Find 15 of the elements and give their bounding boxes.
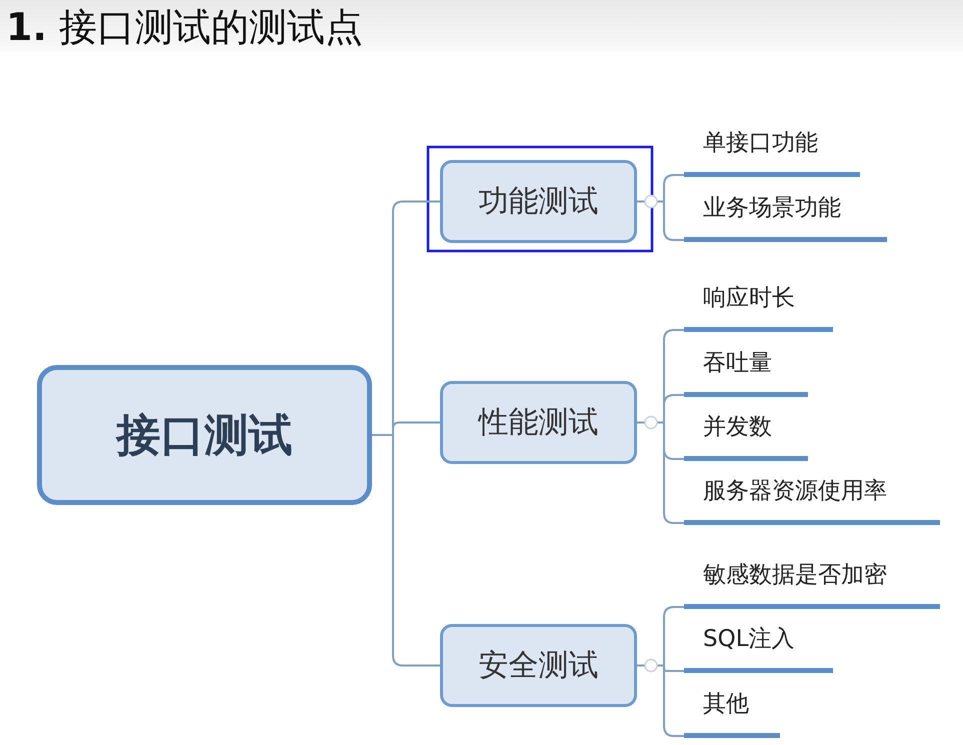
subtopic-label: 服务器资源使用率 bbox=[684, 475, 940, 525]
subtopic-label: SQL注入 bbox=[684, 623, 833, 673]
subtopic-label: 业务场景功能 bbox=[684, 192, 887, 242]
subtopic-label: 单接口功能 bbox=[684, 127, 860, 177]
subtopic-label: 响应时长 bbox=[684, 282, 833, 332]
subtopic-label: 敏感数据是否加密 bbox=[684, 559, 940, 609]
topic-box: 安全测试 bbox=[440, 624, 637, 707]
connector-line bbox=[372, 434, 440, 666]
topic-box: 性能测试 bbox=[440, 381, 637, 464]
subtopic-label: 吞吐量 bbox=[684, 347, 808, 397]
root-topic-box: 接口测试 bbox=[37, 365, 372, 505]
subtopic-label: 其他 bbox=[684, 688, 780, 738]
topic-box: 功能测试 bbox=[440, 160, 637, 243]
heading: 1. 接口测试的测试点 bbox=[6, 4, 363, 51]
subtopic-label: 并发数 bbox=[684, 411, 808, 461]
